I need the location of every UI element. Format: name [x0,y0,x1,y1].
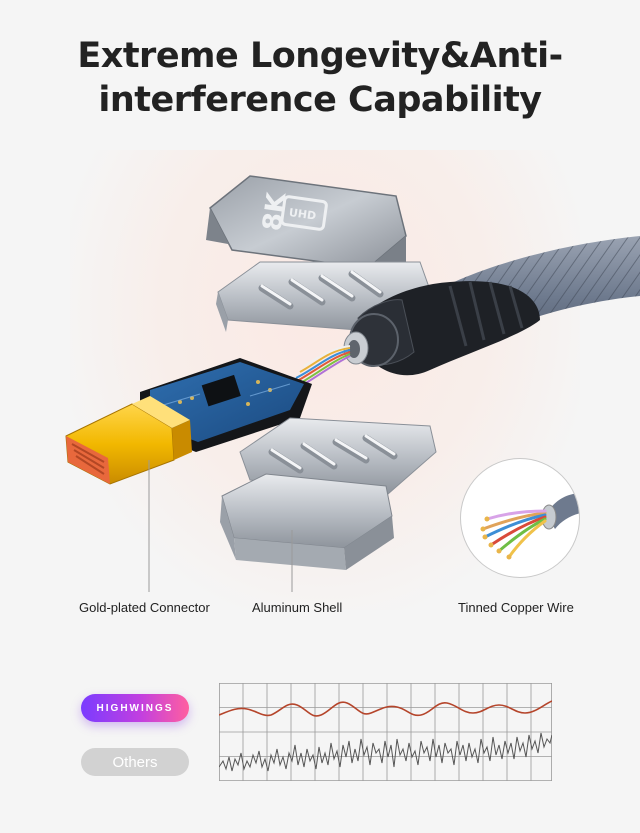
copper-wire-label: Tinned Copper Wire [458,600,574,615]
others-signal-trace [219,732,552,772]
bottom-metal-shell [220,473,394,570]
aluminum-shell-label: Aluminum Shell [252,600,343,615]
others-pill: Others [81,748,189,776]
signal-comparison-graph [219,683,552,781]
gold-connector-label: Gold-plated Connector [79,600,210,615]
graph-grid [219,683,552,781]
gold-hdmi-plug [65,396,192,485]
highwings-signal-trace [219,700,552,717]
8k-uhd-badge: 8K UHD [257,190,328,233]
headline-line-1: Extreme Longevity&Anti- [77,36,563,76]
top-metal-cover: 8K UHD [206,175,407,300]
lower-aluminum-plate [239,417,437,495]
braided-cable [343,236,640,376]
headline-line-2: interference Capability [98,80,542,120]
highwings-brand-pill: HIGHWINGS [81,694,189,722]
brand-label: HIGHWINGS [96,702,174,714]
copper-wire-closeup-icon [480,493,579,560]
svg-text:UHD: UHD [288,206,317,223]
exploded-hdmi-illustration: 8K UHD [65,175,640,592]
others-label: Others [112,753,158,771]
headline: Extreme Longevity&Anti- interference Cap… [0,34,640,122]
copper-wire-zoom-inset [460,458,580,578]
